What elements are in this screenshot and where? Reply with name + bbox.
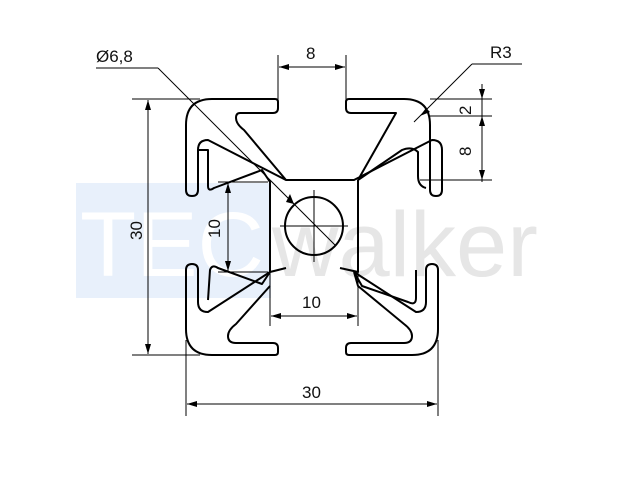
- watermark-text-left: TEC: [80, 194, 264, 296]
- wall-thickness-label: 2: [456, 106, 475, 115]
- slot-depth-label: 8: [456, 147, 475, 156]
- left-pocket: [198, 149, 271, 272]
- upper-right-pocket: [357, 147, 427, 189]
- upper-left-pocket: [235, 107, 287, 181]
- watermark-text-right: walker: [271, 194, 538, 296]
- overall-width-dimension: 30: [185, 340, 439, 416]
- overall-height-dimension: 30: [127, 98, 200, 356]
- overall-height-label: 30: [127, 221, 146, 240]
- hole-diameter-dimension: Ø6,8: [96, 47, 337, 247]
- profile-outer-outline: [185, 98, 443, 197]
- core-width-dimension: 10: [269, 272, 359, 326]
- core-height-dimension: 10: [205, 181, 268, 273]
- slot-width-label: 8: [306, 44, 315, 63]
- profile-lower-outline: [185, 263, 439, 356]
- corner-radius-label: R3: [490, 43, 512, 62]
- corner-radius-dimension: R3: [413, 43, 522, 123]
- core-width-label: 10: [302, 293, 321, 312]
- overall-width-label: 30: [302, 383, 321, 402]
- slot-width-dimension: 8: [277, 44, 347, 100]
- watermark: TEC walker: [76, 183, 538, 298]
- lower-right-pocket: [345, 270, 417, 349]
- core-height-label: 10: [205, 219, 224, 238]
- lower-left-pocket: [207, 265, 279, 349]
- hole-diameter-label: Ø6,8: [96, 47, 133, 66]
- watermark-box: [76, 183, 271, 298]
- wall-and-depth-dimensions: 2 8: [420, 84, 492, 182]
